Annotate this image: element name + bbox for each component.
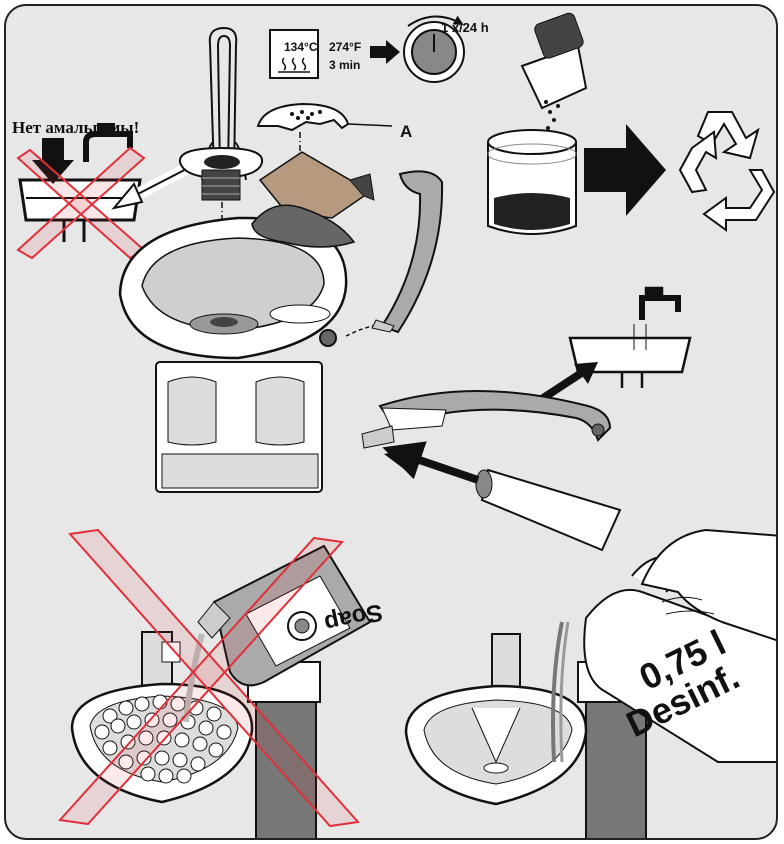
spout-arm	[362, 391, 610, 448]
strainer-basket	[180, 148, 262, 200]
recycle-icon	[680, 112, 774, 230]
sink-tap-icon	[20, 124, 140, 242]
arrow-icon	[584, 124, 666, 216]
sterilization-time: 3 min	[329, 58, 360, 72]
arrow-icon	[370, 40, 400, 64]
hand-wiping	[252, 152, 374, 247]
callout-a: A	[400, 122, 412, 142]
strainer-lid-a	[258, 104, 392, 130]
instruction-panel: Нет амальгамы! 134°C 274°F 3 min 1 x/24 …	[4, 4, 778, 840]
sterilization-temp-fahrenheit: 274°F	[329, 40, 361, 54]
sterilization-temp-celsius: 134°C	[284, 40, 318, 54]
cuspidor-unit	[120, 218, 346, 492]
steam-sterilizer-icon	[270, 30, 318, 78]
grease-tube	[384, 448, 620, 550]
no-amalgam-warning: Нет амальгамы!	[12, 118, 139, 138]
collection-container	[488, 130, 576, 234]
frequency-label: 1 x/24 h	[441, 20, 489, 35]
